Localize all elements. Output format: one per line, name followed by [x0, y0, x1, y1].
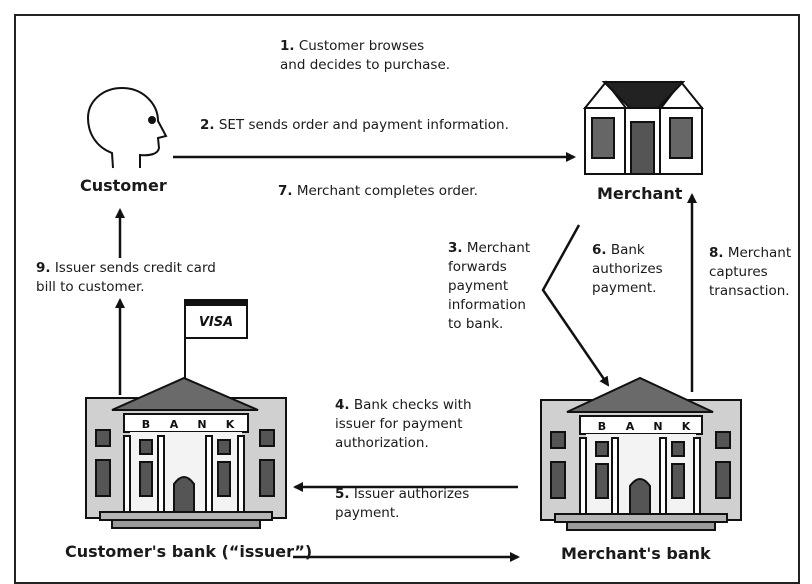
step-5-label: 5. Issuer authorizes payment.: [335, 486, 470, 521]
merchant-label: Merchant: [597, 184, 683, 203]
step-3-label: 3. Merchant forwards payment information…: [448, 240, 531, 332]
visa-flag-label: VISA: [199, 315, 233, 330]
bank-sign-letter: N: [197, 418, 206, 431]
bank-sign-letter: A: [626, 420, 635, 433]
merchant-bank-label: Merchant's bank: [561, 544, 711, 563]
bank-sign-letter: N: [653, 420, 662, 433]
bank-sign-letter: B: [142, 418, 150, 431]
step-2-label: 2. SET sends order and payment informati…: [200, 117, 509, 133]
customer-head-icon: [86, 86, 168, 169]
customer-bank-building-icon: VISA B A N K: [85, 299, 287, 529]
step-8-label: 8. Merchant captures transaction.: [709, 245, 792, 299]
step-9-label: 9. Issuer sends credit card bill to cust…: [36, 260, 216, 295]
customer-label: Customer: [80, 176, 167, 195]
merchant-building-icon: [582, 80, 705, 175]
bank-sign-letter: K: [226, 418, 235, 431]
merchant-bank-building-icon: B A N K: [540, 376, 742, 531]
bank-sign-letter: K: [682, 420, 691, 433]
step-6-label: 6. Bank authorizes payment.: [592, 242, 663, 296]
bank-sign-letter: A: [170, 418, 179, 431]
customer-bank-label: Customer's bank (“issuer”): [65, 542, 313, 561]
diagram-canvas: VISA B A N K: [85, 80, 742, 562]
step-7-label: 7. Merchant completes order.: [278, 183, 478, 199]
arrow-merchant-to-merchant-bank: [541, 224, 610, 387]
bank-sign-letter: B: [598, 420, 606, 433]
step-4-label: 4. Bank checks with issuer for payment a…: [335, 397, 472, 451]
step-1-label: 1. Customer browses and decides to purch…: [280, 38, 451, 73]
